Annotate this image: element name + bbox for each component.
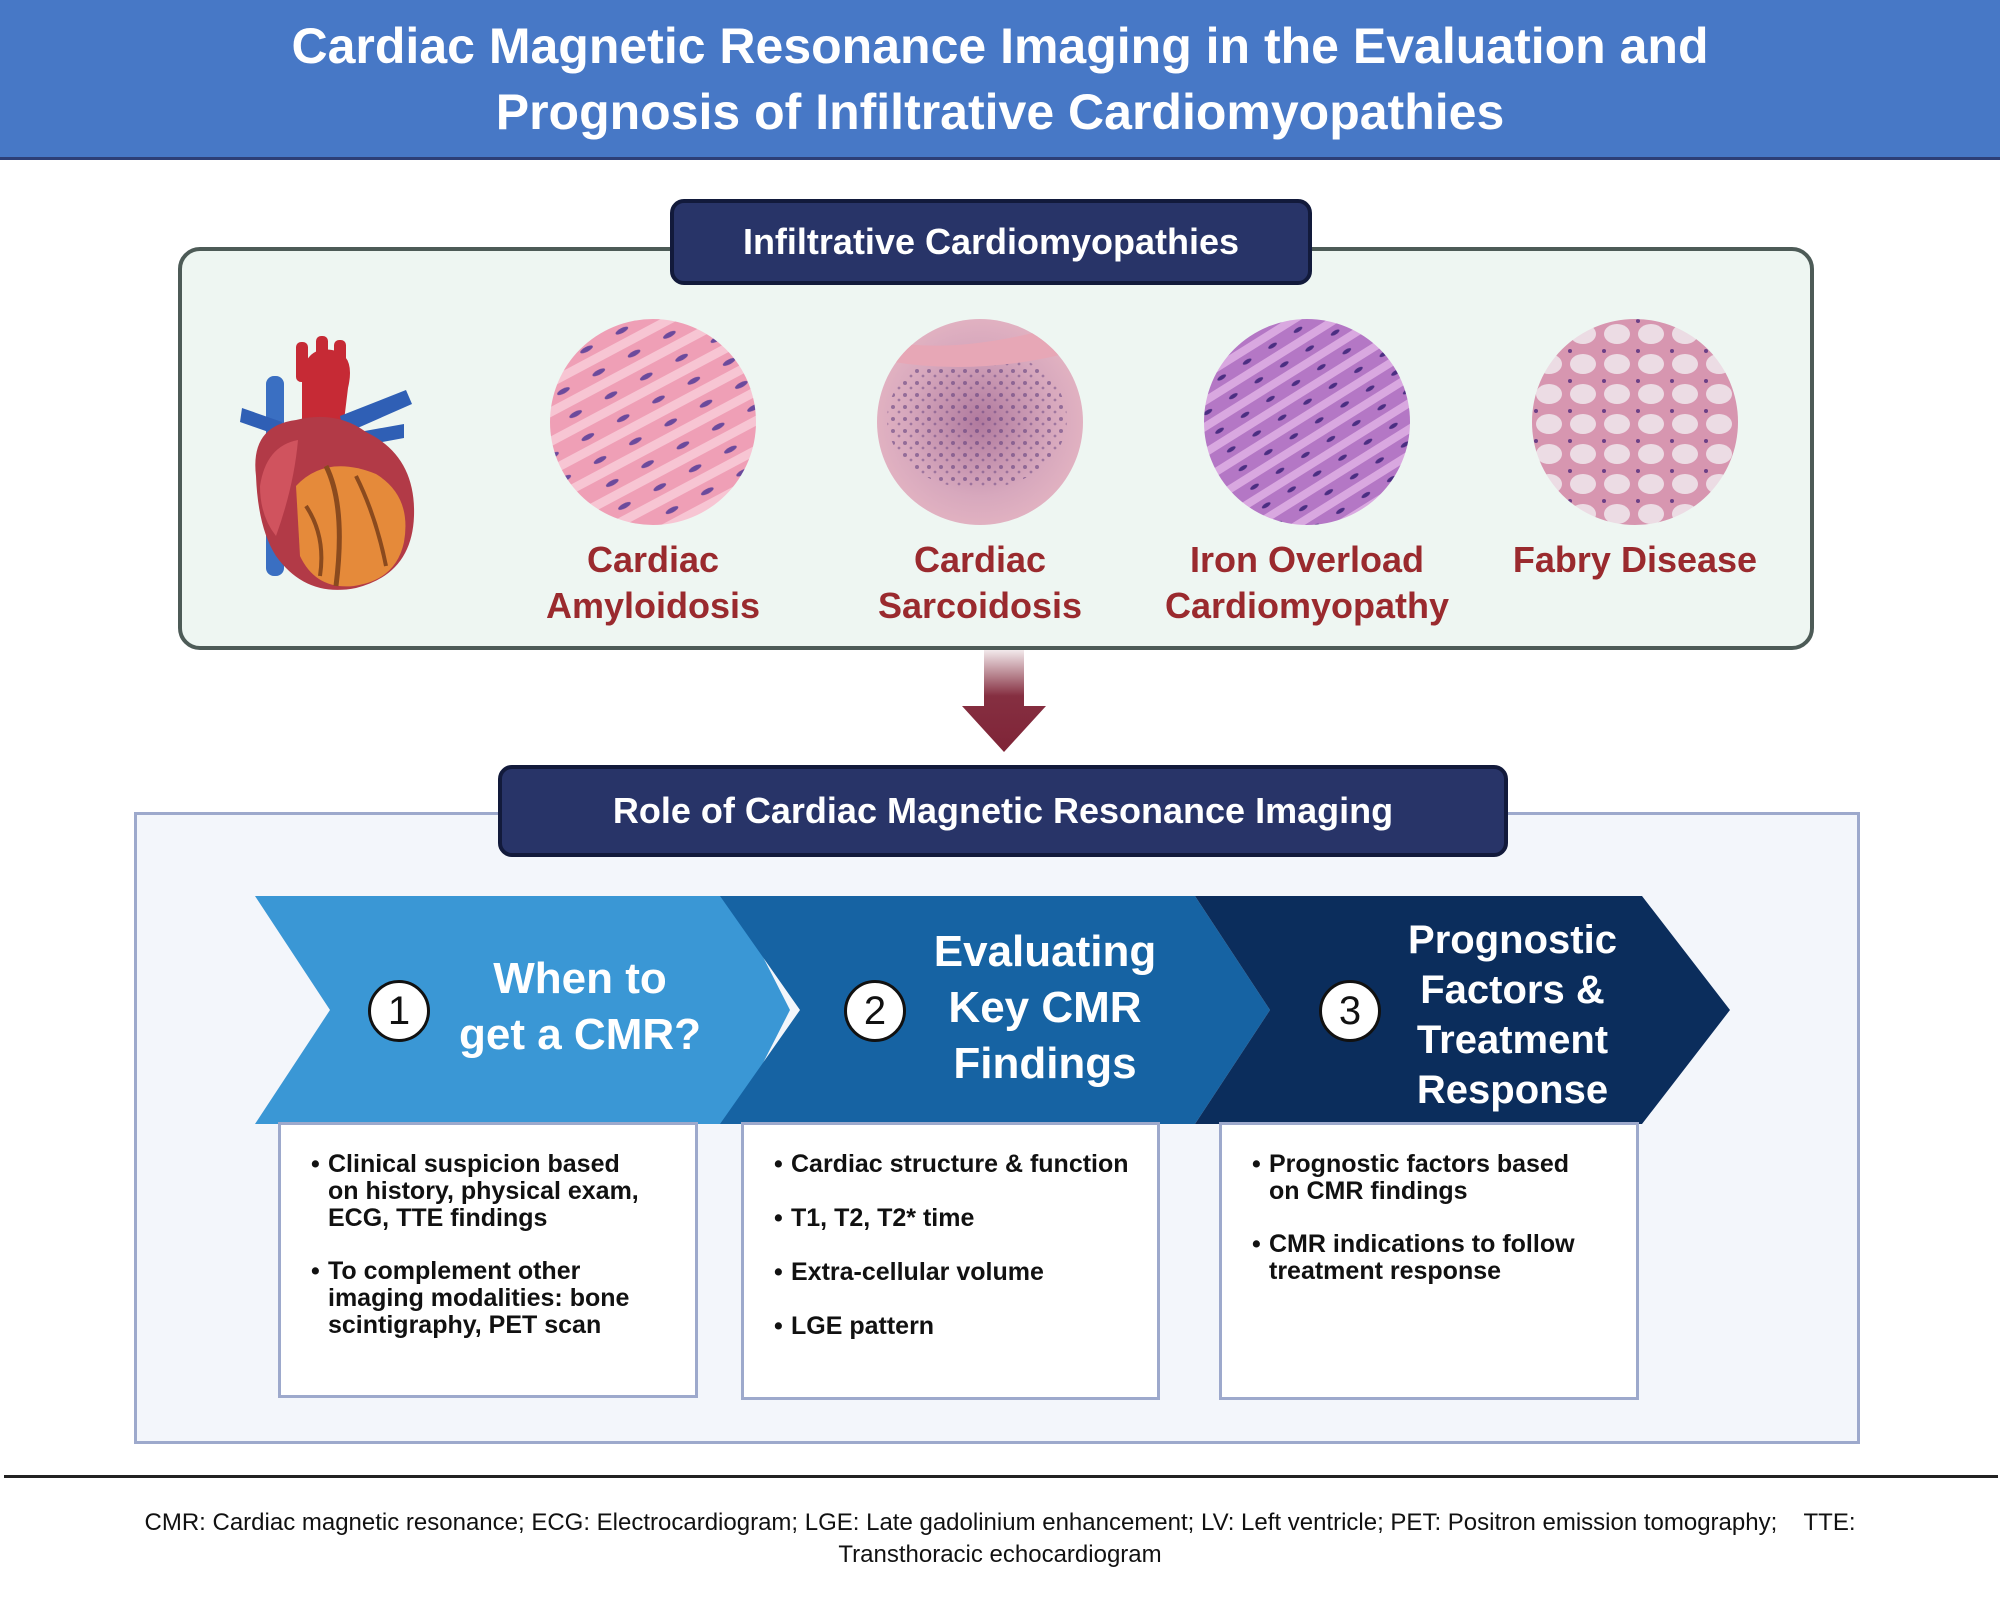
step-number-1: 1 [368, 980, 430, 1042]
list-item: Prognostic factors based on CMR findings [1252, 1151, 1614, 1205]
infiltrative-title: Infiltrative Cardiomyopathies [670, 199, 1312, 285]
bullet-list: Clinical suspicion based on history, phy… [311, 1151, 673, 1339]
disease-label-iron-overload: Iron Overload Cardiomyopathy [1164, 539, 1450, 626]
bullet-list: Cardiac structure & function T1, T2, T2*… [774, 1151, 1135, 1341]
bullet-list: Prognostic factors based on CMR findings… [1252, 1151, 1614, 1285]
step-chevrons [255, 896, 1730, 1124]
histology-iron-icon [1204, 319, 1410, 525]
cmr-title: Role of Cardiac Magnetic Resonance Imagi… [498, 765, 1508, 857]
histology-amyloid-icon [550, 319, 756, 525]
list-item: To complement other imaging modalities: … [311, 1258, 673, 1339]
chevron-step-2 [720, 896, 1270, 1124]
down-arrow-icon [962, 650, 1046, 752]
step-title-3: Prognostic Factors & Treatment Response [1408, 918, 1617, 1112]
list-item: Extra-cellular volume [774, 1259, 1135, 1287]
disease-label-fabry: Fabry Disease [1512, 539, 1758, 580]
step-number-3: 3 [1319, 980, 1381, 1042]
header-banner: Cardiac Magnetic Resonance Imaging in th… [0, 0, 2000, 160]
disease-label-amyloidosis: Cardiac Amyloidosis [545, 539, 761, 626]
footer-divider [4, 1475, 1998, 1478]
page-title-line1: Cardiac Magnetic Resonance Imaging in th… [291, 17, 1709, 74]
info-box-findings: Cardiac structure & function T1, T2, T2*… [741, 1122, 1160, 1400]
histology-fabry-icon [1532, 319, 1738, 525]
abbreviations-footnote: CMR: Cardiac magnetic resonance; ECG: El… [144, 1509, 1856, 1568]
chevron-step-1 [255, 896, 790, 1124]
list-item: LGE pattern [774, 1313, 1135, 1341]
list-item: T1, T2, T2* time [774, 1205, 1135, 1233]
step-title-2: Evaluating Key CMR Findings [933, 927, 1157, 1088]
list-item: Cardiac structure & function [774, 1151, 1135, 1179]
disease-label-sarcoidosis: Cardiac Sarcoidosis [877, 539, 1083, 626]
list-item: CMR indications to follow treatment resp… [1252, 1231, 1614, 1285]
histology-sarcoid-icon [877, 319, 1083, 525]
step-number-2: 2 [844, 980, 906, 1042]
heart-icon [240, 336, 415, 590]
list-item: Clinical suspicion based on history, phy… [311, 1151, 673, 1232]
chevron-step-3 [1195, 896, 1730, 1124]
info-box-prognostic: Prognostic factors based on CMR findings… [1219, 1122, 1639, 1400]
step-title-1: When to get a CMR? [459, 954, 701, 1059]
page-title-line2: Prognosis of Infiltrative Cardiomyopathi… [495, 83, 1505, 140]
info-box-when: Clinical suspicion based on history, phy… [278, 1122, 698, 1398]
